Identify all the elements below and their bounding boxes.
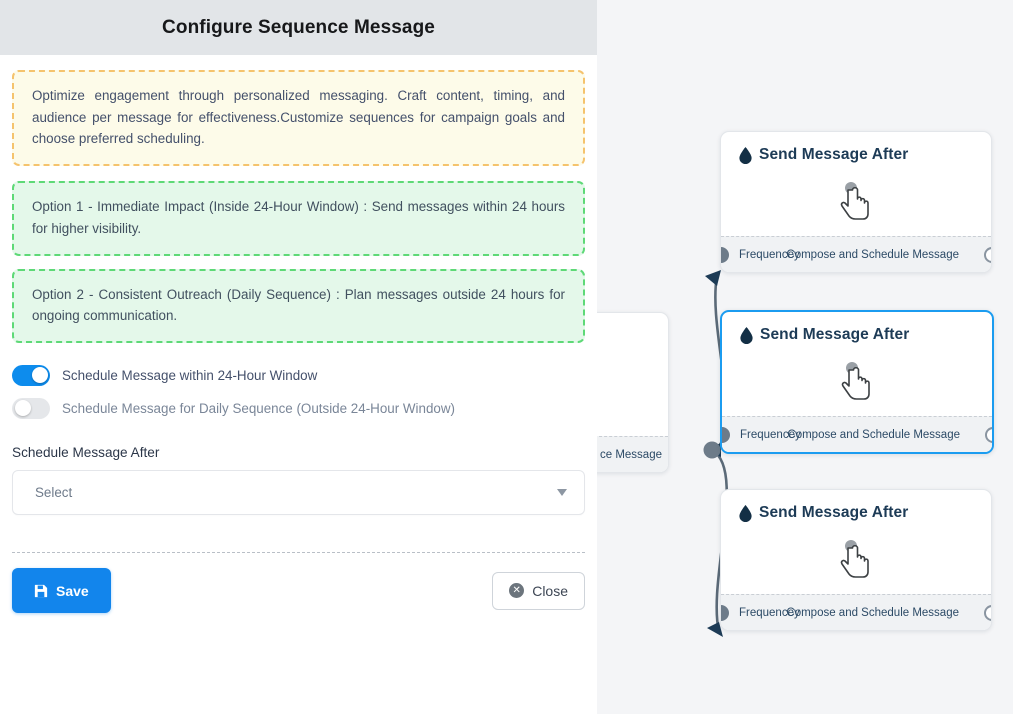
page-title: Configure Sequence Message [162, 16, 435, 38]
toggle-label-daily-sequence: Schedule Message for Daily Sequence (Out… [62, 400, 455, 416]
close-button[interactable]: ✕ Close [492, 571, 585, 610]
node-title-text: Send Message After [760, 326, 910, 343]
node-title-row: Send Message After [721, 490, 991, 522]
upstream-output-handle[interactable] [703, 441, 721, 459]
panel-header: Configure Sequence Message [0, 0, 597, 55]
info-callout-option-1: Option 1 - Immediate Impact (Inside 24-H… [12, 181, 585, 256]
node-body [721, 522, 991, 594]
pointing-hand-cursor-icon [840, 182, 869, 220]
toggle-schedule-daily-sequence[interactable] [12, 397, 50, 419]
panel-body: Optimize engagement through personalized… [0, 70, 597, 515]
pointing-hand-cursor-icon [840, 540, 869, 578]
node-send-message-after-1[interactable]: Send Message After Frequencey Compose an… [720, 131, 992, 273]
node-send-message-after-3[interactable]: Send Message After Frequencey Compose an… [720, 489, 992, 631]
schedule-message-after-select[interactable]: Select [12, 469, 585, 515]
info-callout-overview: Optimize engagement through personalized… [12, 70, 585, 167]
node-input-handle[interactable] [722, 426, 730, 443]
droplet-icon [740, 326, 753, 344]
node-frequency-label: Frequencey [739, 606, 800, 619]
upstream-node[interactable]: ce Message [597, 312, 669, 473]
node-compose-label: Compose and Schedule Message [787, 428, 960, 441]
pointing-hand-cursor-icon [841, 362, 870, 400]
select-value: Select [35, 484, 73, 500]
droplet-icon [739, 146, 752, 164]
info-callout-option-2: Option 2 - Consistent Outreach (Daily Se… [12, 268, 585, 343]
toggle-knob [31, 367, 48, 384]
node-input-handle[interactable] [721, 246, 729, 263]
node-output-handle[interactable] [985, 426, 992, 443]
save-button-label: Save [56, 582, 89, 599]
node-compose-label: Compose and Schedule Message [786, 248, 959, 261]
node-body [721, 164, 991, 236]
node-output-handle[interactable] [984, 246, 991, 263]
node-output-handle[interactable] [984, 604, 991, 621]
chevron-down-icon [557, 488, 567, 496]
node-footer: Frequencey Compose and Schedule Message [721, 594, 991, 630]
node-title-row: Send Message After [722, 312, 992, 344]
toggle-schedule-within-24h[interactable] [12, 364, 50, 386]
node-send-message-after-2[interactable]: Send Message After Frequencey Compose an… [720, 310, 994, 454]
toggle-row-within-24h[interactable]: Schedule Message within 24-Hour Window [12, 364, 585, 386]
schedule-message-after-label: Schedule Message After [12, 444, 160, 460]
upstream-node-footer-label: ce Message [597, 436, 668, 472]
node-frequency-label: Frequencey [739, 248, 800, 261]
node-title-text: Send Message After [759, 504, 909, 521]
panel-footer: Save ✕ Close [12, 568, 585, 613]
node-title-row: Send Message After [721, 132, 991, 164]
close-button-label: Close [532, 582, 568, 599]
save-floppy-icon [34, 584, 48, 597]
configure-sequence-panel: Configure Sequence Message Optimize enga… [0, 0, 597, 714]
node-compose-label: Compose and Schedule Message [786, 606, 959, 619]
toggle-knob [14, 400, 31, 417]
node-title-text: Send Message After [759, 146, 909, 163]
footer-divider [12, 552, 585, 553]
node-footer: Frequencey Compose and Schedule Message [722, 416, 992, 452]
droplet-icon [739, 504, 752, 522]
node-body [722, 344, 992, 416]
upstream-node-body [597, 313, 668, 436]
node-input-handle[interactable] [721, 604, 729, 621]
save-button[interactable]: Save [12, 568, 111, 613]
node-frequency-label: Frequencey [740, 428, 801, 441]
toggle-row-daily-sequence[interactable]: Schedule Message for Daily Sequence (Out… [12, 397, 585, 419]
flow-canvas[interactable]: ce Message Send Message After Frequencey… [597, 0, 1013, 714]
node-footer: Frequencey Compose and Schedule Message [721, 236, 991, 272]
toggle-label-within-24h: Schedule Message within 24-Hour Window [62, 367, 318, 383]
close-circle-icon: ✕ [509, 583, 525, 598]
